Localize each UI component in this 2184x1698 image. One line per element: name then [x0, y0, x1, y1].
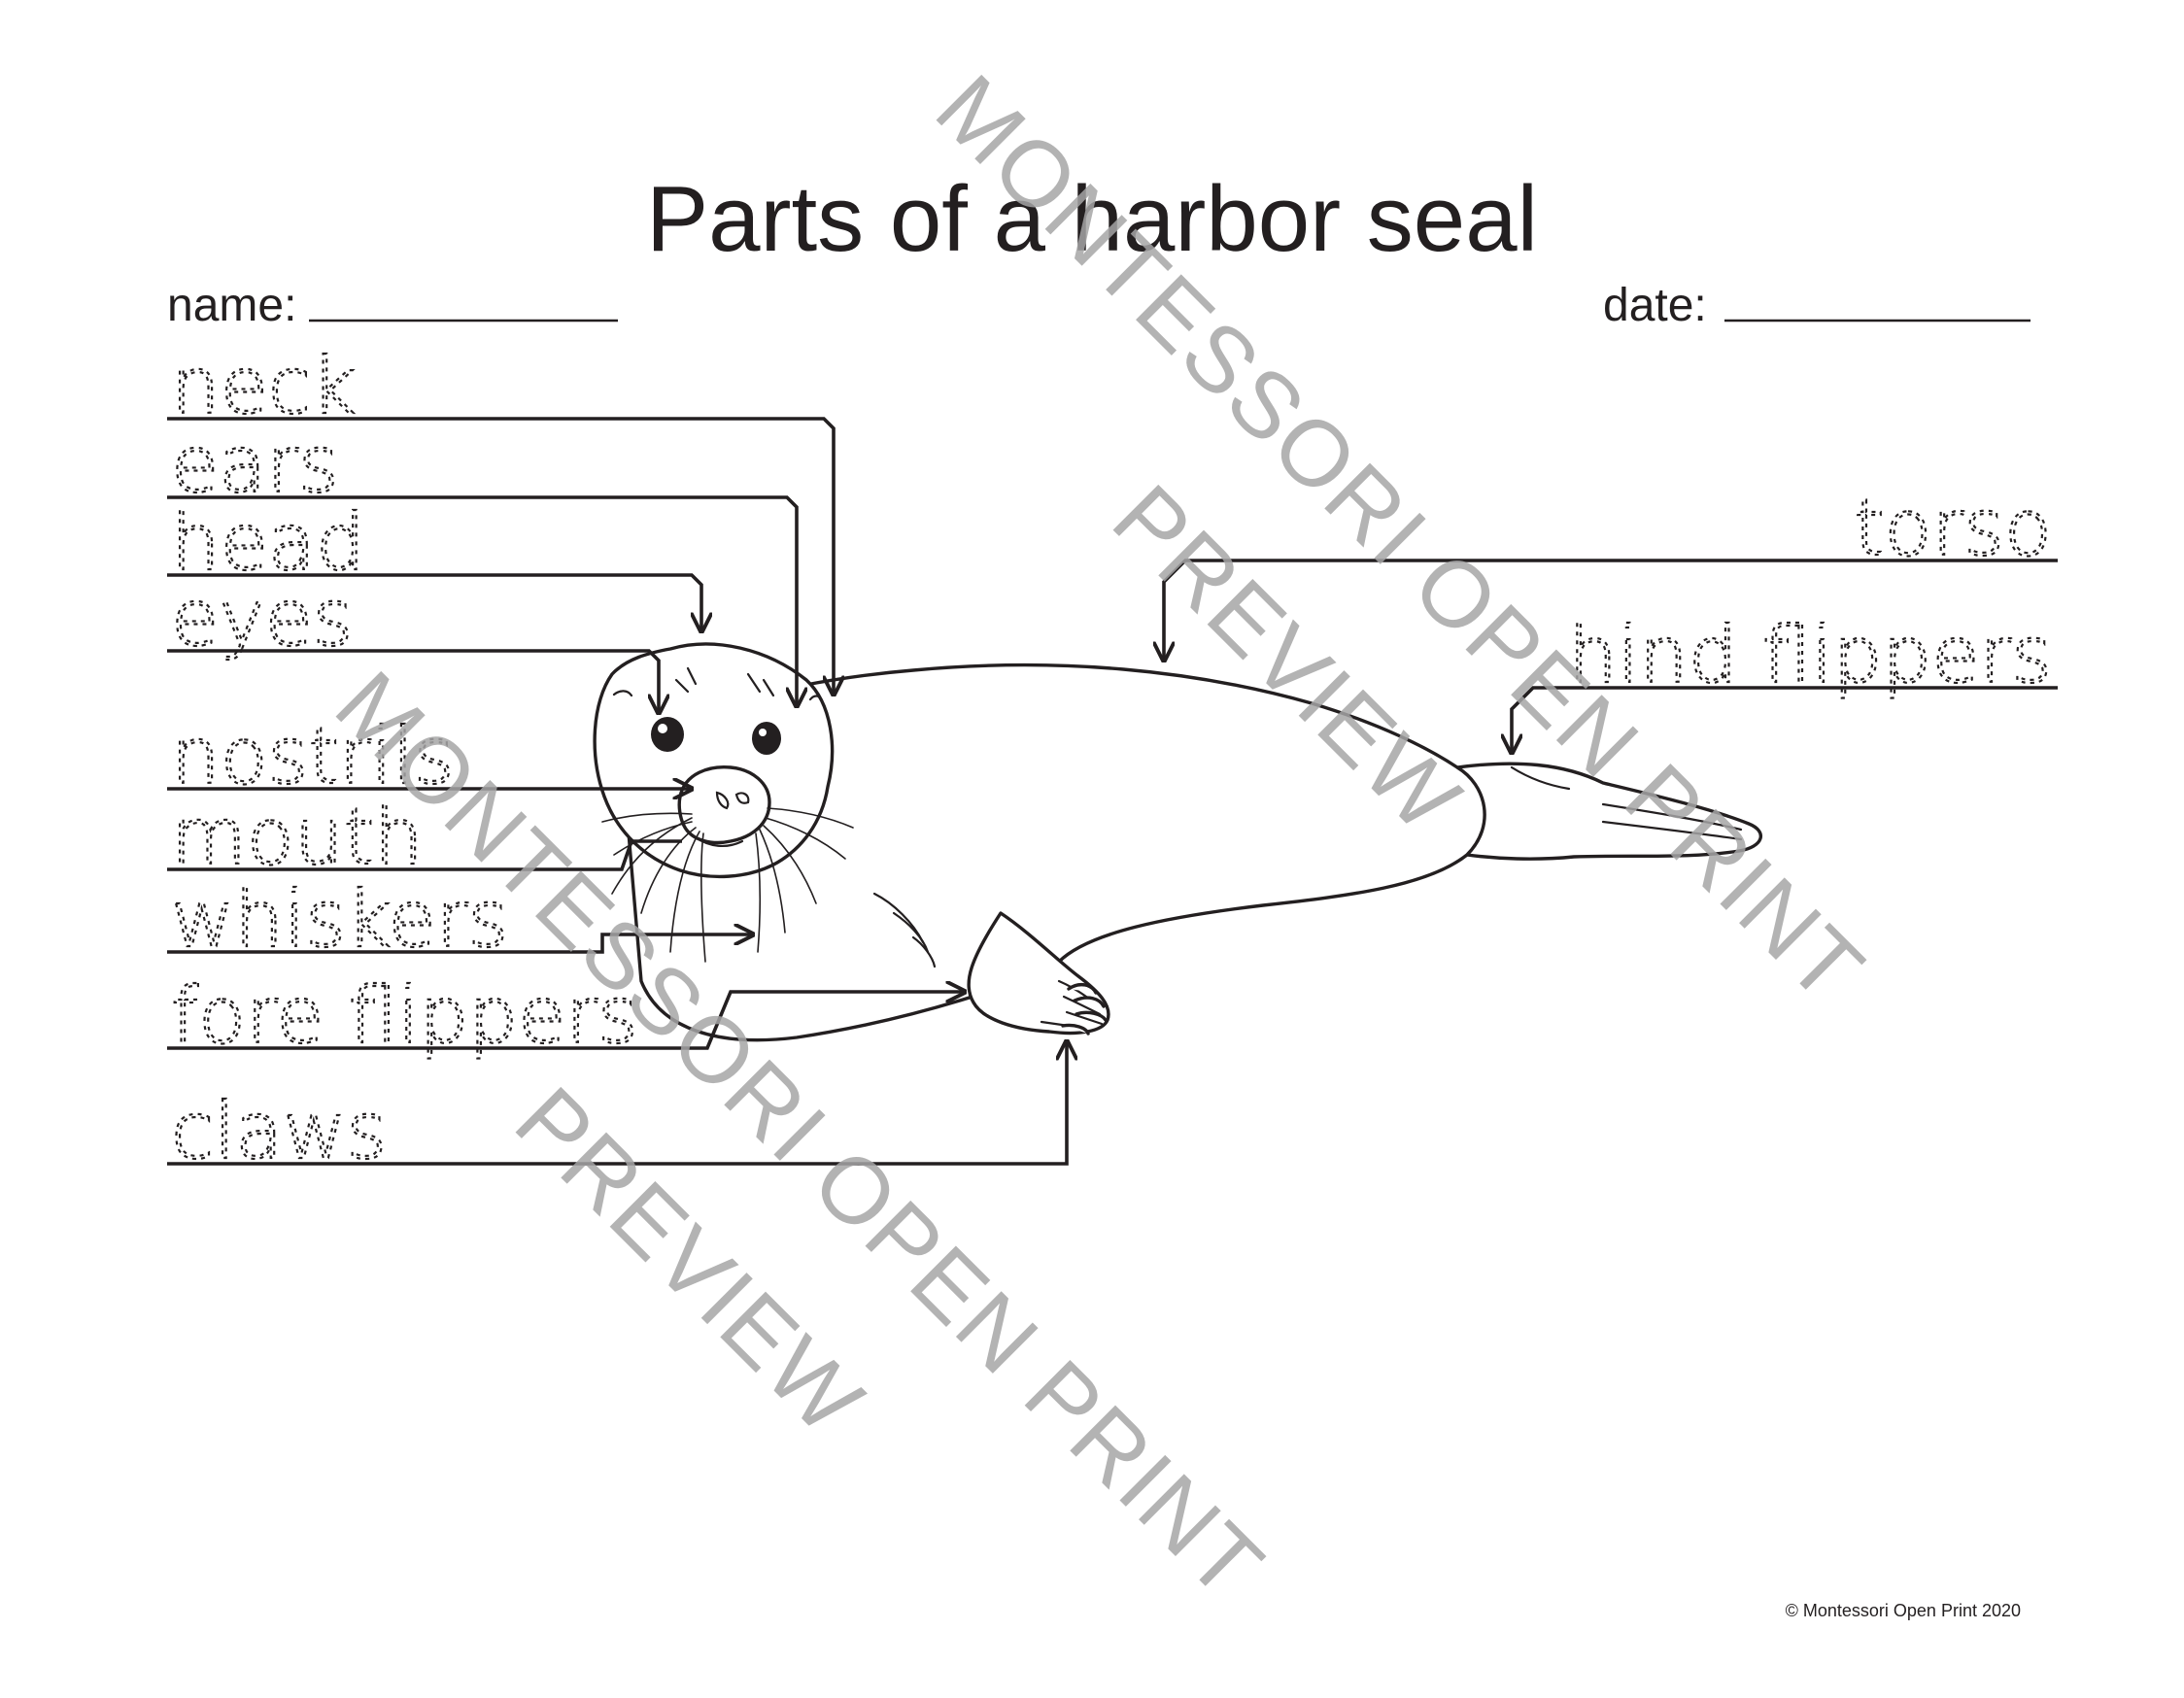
- label-fore-flippers: fore flippers: [171, 970, 638, 1061]
- claws: [1061, 982, 1108, 1036]
- label-hind-flippers: hind flippers: [1568, 610, 2052, 700]
- leader-mouth: [167, 839, 682, 871]
- muzzle-shape: [677, 765, 771, 845]
- hind-flipper-shape: [1455, 762, 1762, 861]
- ear-left: [612, 690, 633, 697]
- eye-right: [752, 722, 781, 755]
- label-claws: claws: [171, 1086, 387, 1176]
- label-mouth: mouth: [171, 792, 424, 882]
- label-neck: neck: [171, 341, 356, 431]
- page-title: Parts of a harbor seal: [646, 167, 1538, 271]
- leader-claws: [167, 1041, 1067, 1166]
- leader-eyes: [167, 649, 659, 713]
- name-label: name:: [167, 280, 296, 331]
- leader-lines: [167, 417, 2058, 1166]
- label-nostrils: nostrils: [171, 711, 455, 801]
- leader-whiskers: [167, 934, 753, 954]
- label-whiskers: whiskers: [171, 874, 508, 965]
- leader-hind-flippers: [1512, 686, 2058, 753]
- seal-illustration: [593, 642, 1762, 1042]
- label-ears: ears: [171, 420, 339, 510]
- leader-neck: [167, 417, 834, 695]
- label-head: head: [171, 497, 365, 588]
- label-eyes: eyes: [171, 573, 353, 663]
- torso-shape: [620, 662, 1486, 1042]
- leader-ears: [167, 495, 797, 706]
- leader-fore-flippers: [167, 992, 965, 1050]
- nostril-left: [715, 791, 730, 810]
- leader-torso: [1164, 559, 2058, 661]
- leader-head: [167, 573, 701, 631]
- label-torso: torso: [1854, 483, 2052, 573]
- eye-left: [651, 717, 684, 752]
- date-label: date:: [1603, 280, 1707, 331]
- ear-right: [808, 695, 824, 703]
- copyright-notice: © Montessori Open Print 2020: [1786, 1601, 2021, 1620]
- fore-flipper-shape: [967, 911, 1110, 1036]
- mouth-shape: [694, 835, 744, 847]
- nostril-right: [734, 792, 750, 804]
- tracing-labels: neck ears head eyes nostrils mouth whisk…: [170, 340, 2053, 1177]
